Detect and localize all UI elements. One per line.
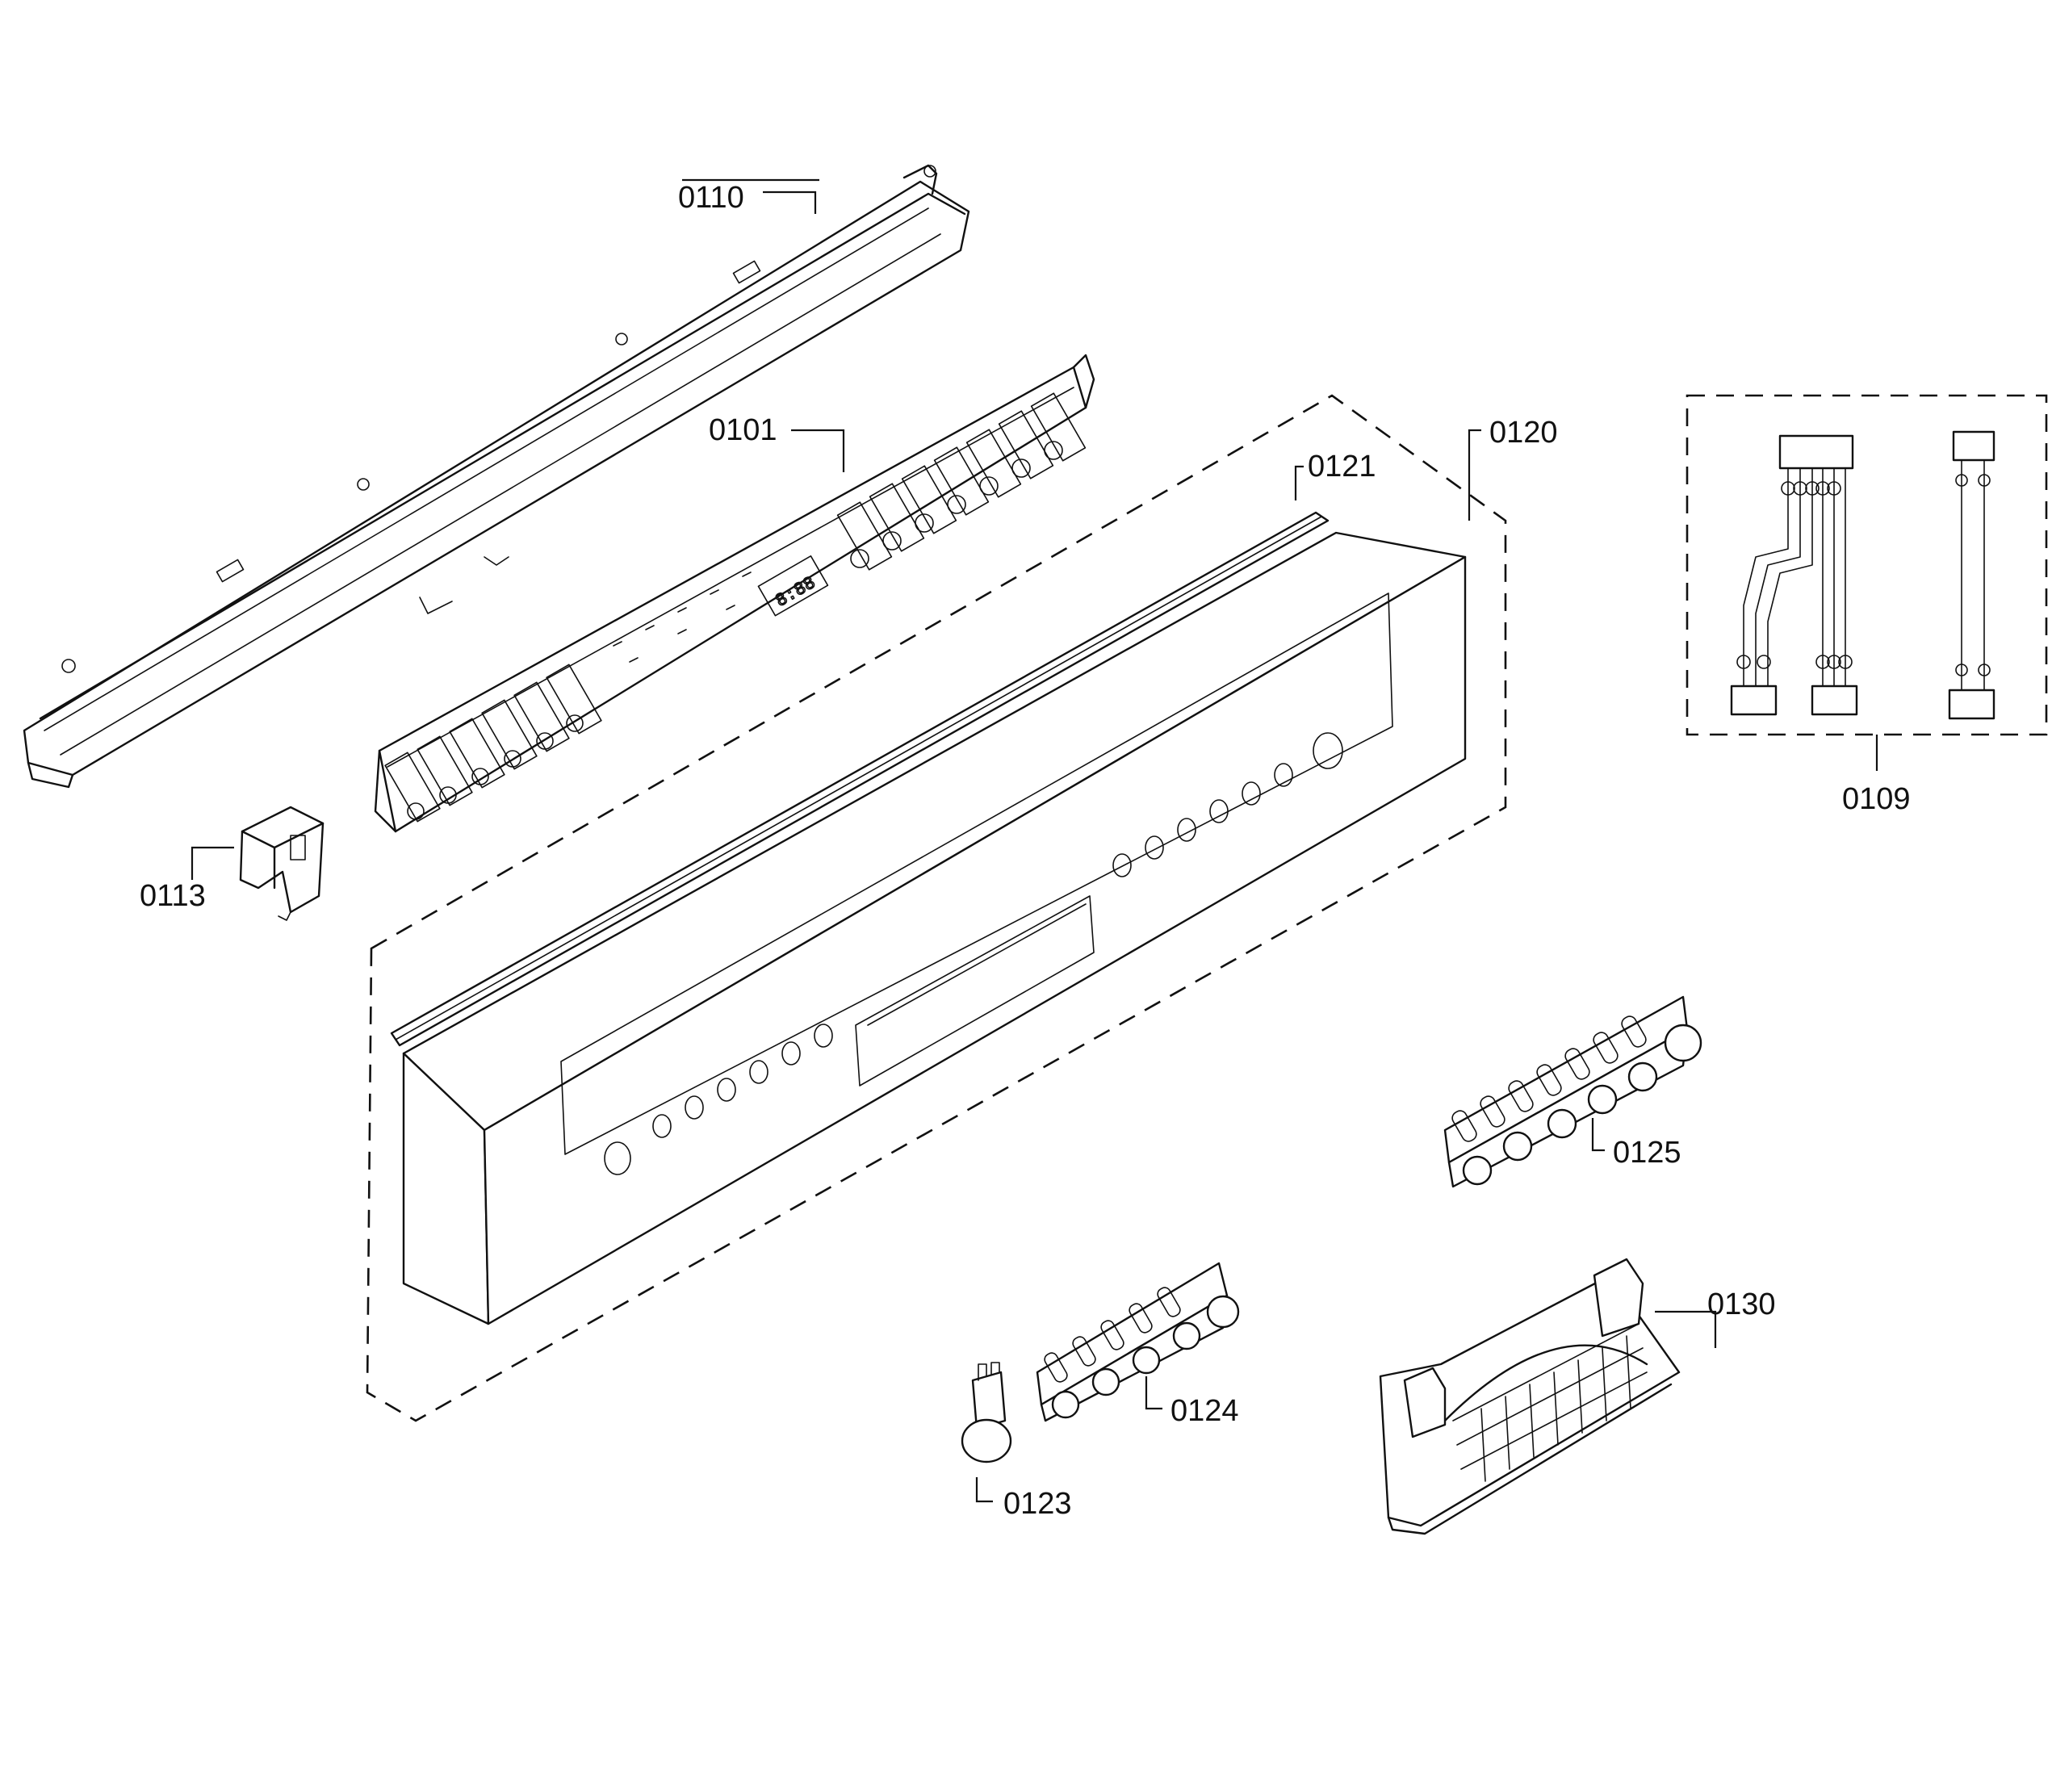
part-0120-fascia: [402, 531, 1467, 1325]
button-strip-0124-keys: [1044, 1287, 1240, 1419]
assembly-0120-boundary: [366, 394, 1507, 1422]
part-0113-bracket: [239, 806, 325, 921]
label-0110: 0110: [678, 181, 744, 215]
part-0109-harness-boundary: [1686, 394, 2048, 736]
label-0123: 0123: [1003, 1487, 1072, 1521]
led-marks: [613, 572, 752, 663]
left-switch-slots: [384, 664, 602, 823]
label-0101: 0101: [709, 413, 777, 447]
right-switch-slots: [836, 392, 1087, 571]
carrier-grid: [1452, 1323, 1648, 1482]
part-0125-button-strip: [1443, 995, 1702, 1188]
label-0109: 0109: [1842, 782, 1911, 816]
button-strip-0125-keys: [1451, 1015, 1702, 1186]
callouts: 0110 0101 0120 0121 0109 0113 0125 0130 …: [140, 178, 1911, 1521]
part-0123-button: [961, 1362, 1012, 1463]
part-0121-seal-strip: [390, 511, 1330, 1047]
label-0120: 0120: [1489, 416, 1558, 450]
label-0125: 0125: [1613, 1136, 1681, 1170]
part-0101-control-module: 8:88: [374, 354, 1095, 833]
part-0130-button-carrier: [1379, 1258, 1681, 1535]
label-0130: 0130: [1707, 1287, 1776, 1321]
label-0121: 0121: [1308, 450, 1376, 484]
part-0124-button-strip: [1036, 1262, 1240, 1422]
label-0113: 0113: [140, 879, 206, 913]
label-0124: 0124: [1170, 1394, 1239, 1428]
part-0110-rail: [23, 164, 970, 789]
part-0109-harnesses: [1730, 430, 1995, 720]
fascia-button-holes: [604, 732, 1343, 1175]
